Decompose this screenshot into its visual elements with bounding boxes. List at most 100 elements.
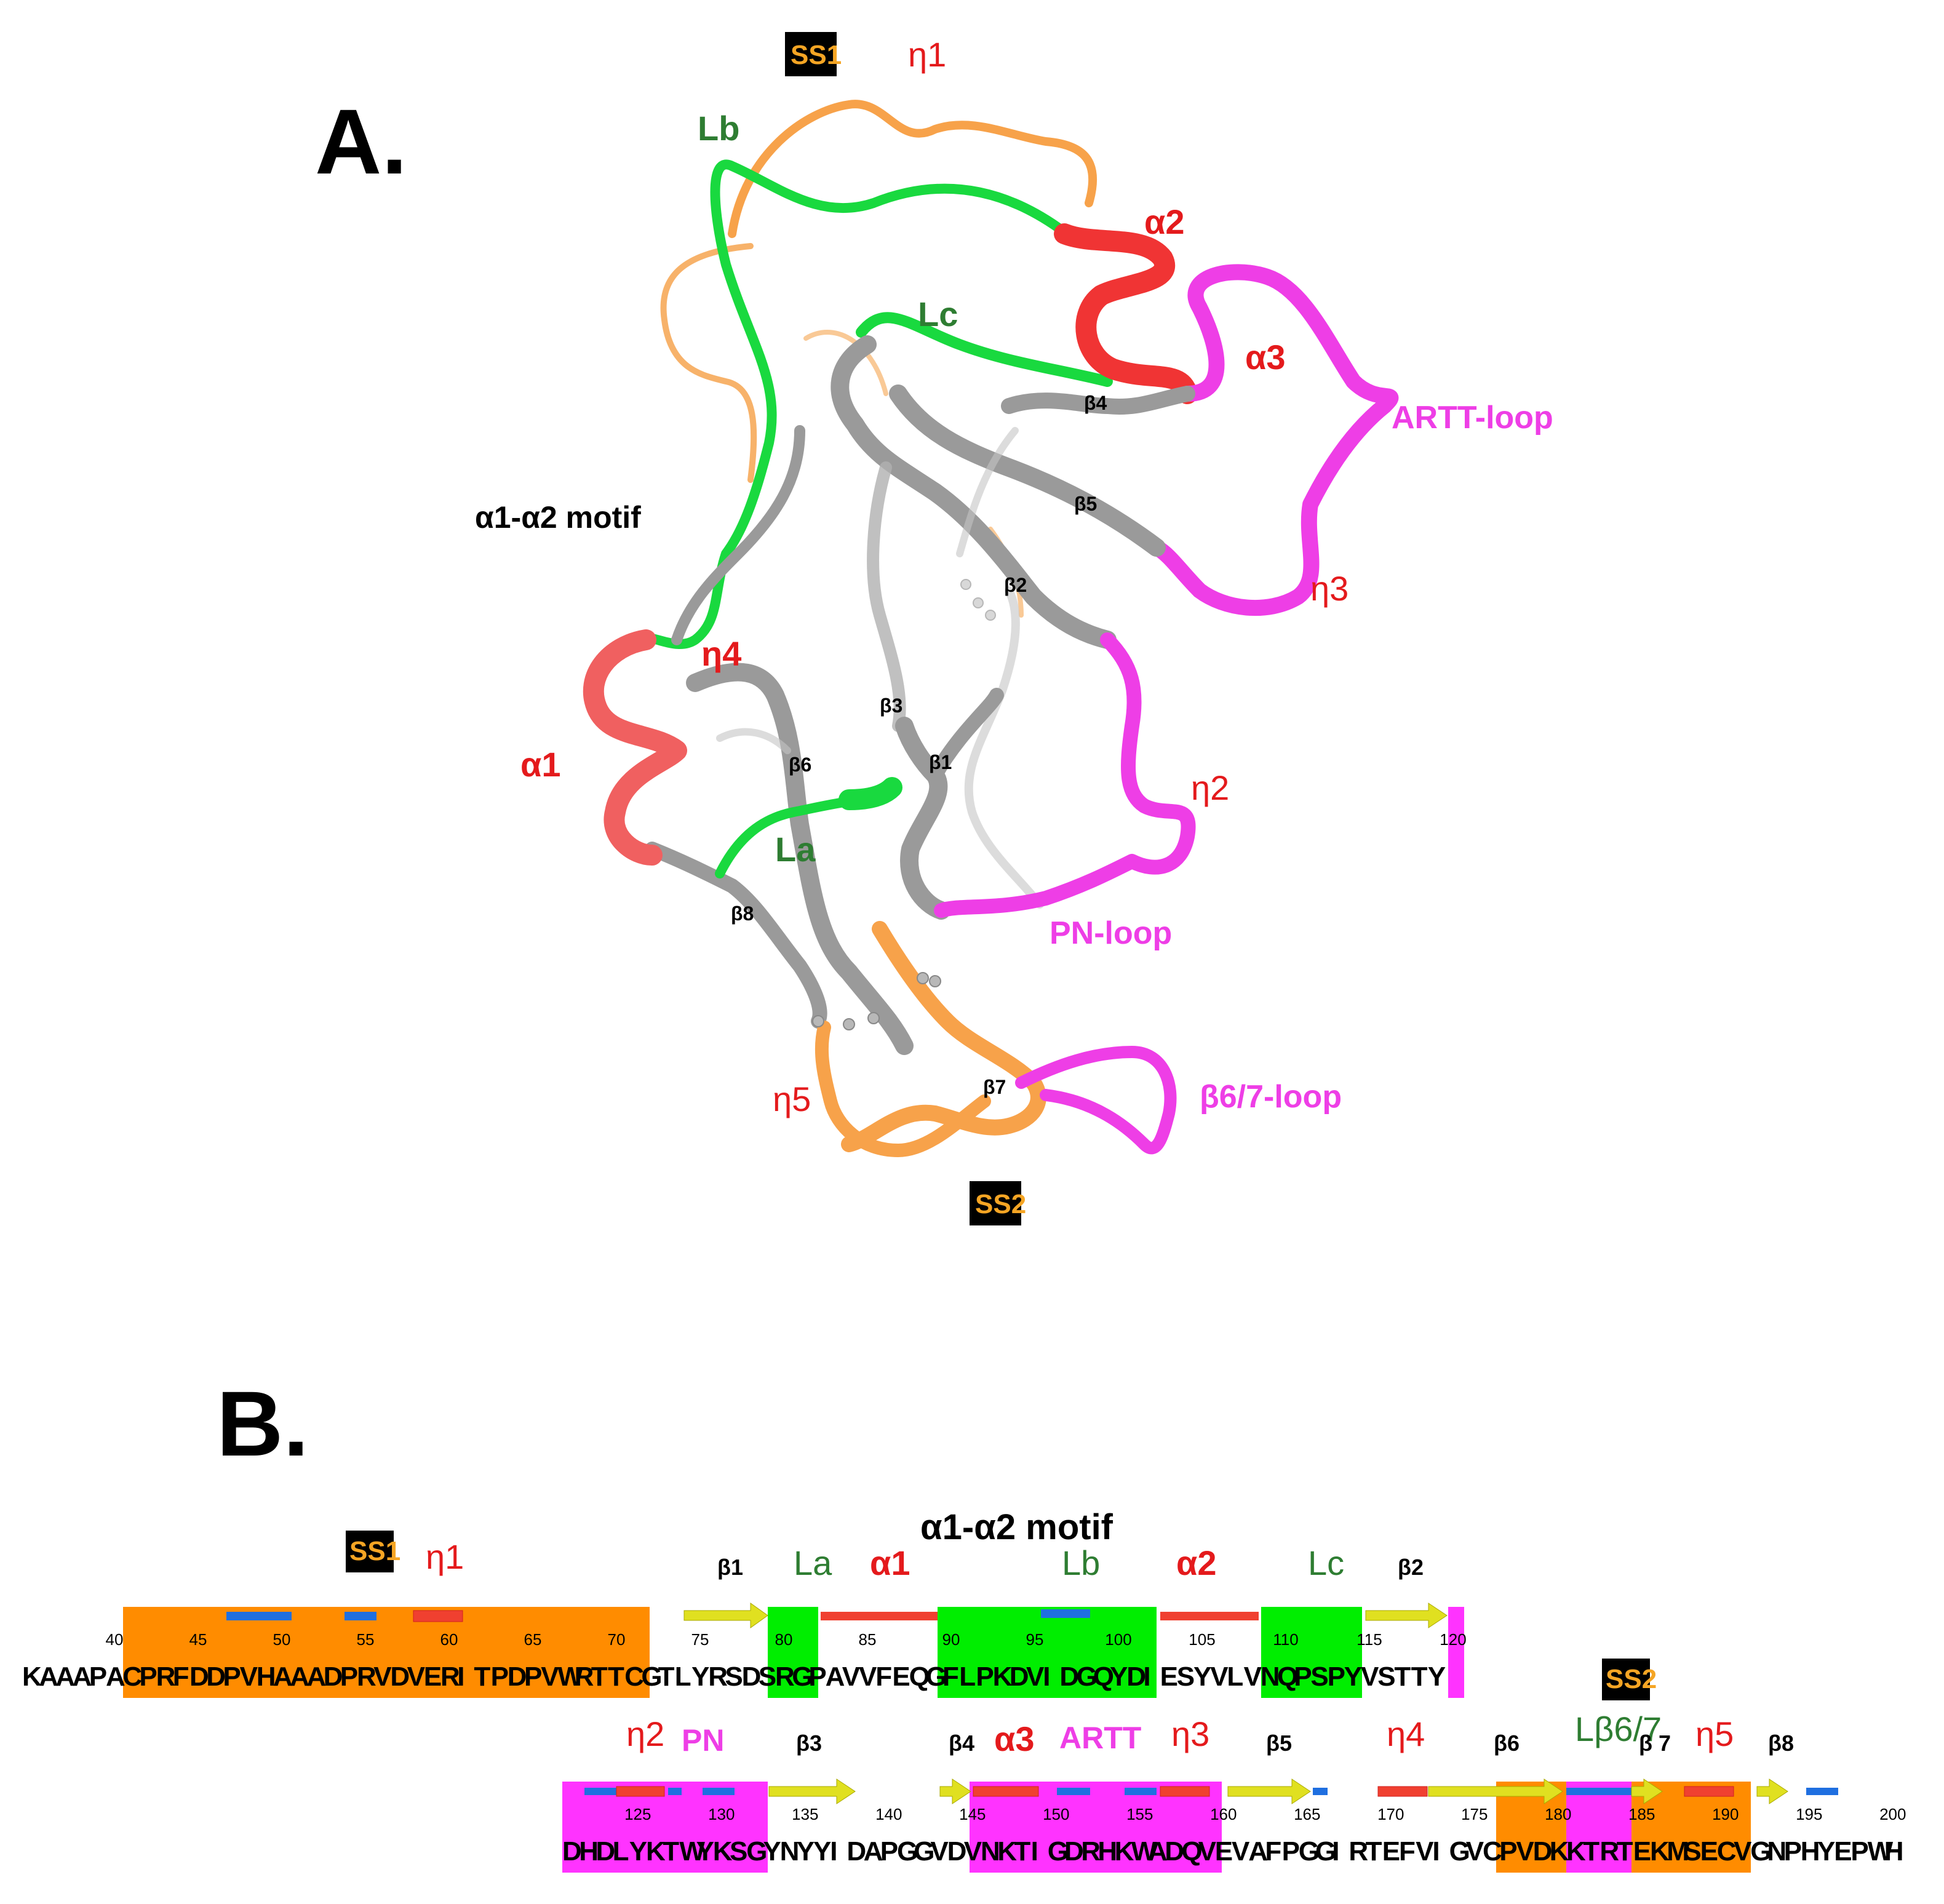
residue: P [524, 1662, 542, 1692]
bar-blue [703, 1788, 735, 1795]
residue: A [106, 1662, 125, 1692]
residue: D [206, 1662, 226, 1692]
residue-number: 120 [1440, 1630, 1466, 1649]
residue: V [859, 1662, 877, 1692]
row2-beta6-label: β6 [1494, 1731, 1520, 1756]
row1-lc-label: Lc [1308, 1544, 1344, 1582]
residue: Y [1193, 1662, 1211, 1692]
residue: R [708, 1662, 728, 1692]
residue: D [1533, 1836, 1553, 1866]
residue: L [1227, 1662, 1243, 1692]
residue: V [964, 1836, 982, 1866]
residue-number: 95 [1026, 1630, 1044, 1649]
strand-beta2 [831, 335, 1117, 649]
residue: I [457, 1662, 464, 1692]
helix-alpha2 [1054, 223, 1198, 404]
ss2-label: SS2 [975, 1189, 1026, 1219]
residue: S [730, 1836, 747, 1866]
protein-ribbon-structure [583, 100, 1399, 1157]
residue: A [864, 1836, 883, 1866]
residue: Y [763, 1836, 781, 1866]
residue: S [1377, 1662, 1395, 1692]
beta2-label: β2 [1004, 574, 1027, 596]
residue: C [122, 1662, 142, 1692]
residue: S [1683, 1836, 1701, 1866]
row2-eta2-label: η2 [626, 1715, 664, 1753]
residue: R [1081, 1836, 1101, 1866]
residue: L [675, 1662, 691, 1692]
bar-alpha3 [973, 1786, 1039, 1797]
residue: P [1282, 1836, 1300, 1866]
row1-structure-bars [226, 1603, 1448, 1628]
bar-alpha1 [821, 1612, 938, 1620]
row1-lb-label: Lb [1062, 1544, 1100, 1582]
ss1-orange-loop [728, 100, 1097, 238]
back-gray-loop-2 [964, 586, 1044, 909]
arrow-beta6 [1428, 1779, 1563, 1804]
row1-eta1-label: η1 [426, 1537, 464, 1576]
eta5-orange [815, 1021, 991, 1157]
row1-ss1-label: SS1 [349, 1536, 400, 1566]
residue: H [257, 1662, 276, 1692]
residue: D [596, 1836, 615, 1866]
residue: T [608, 1662, 624, 1692]
residue: K [646, 1836, 666, 1866]
beta3-label: β3 [880, 695, 902, 717]
residue: P [340, 1662, 358, 1692]
residue: V [1026, 1662, 1045, 1692]
strand-beta3 [867, 461, 906, 732]
residue-number: 65 [524, 1630, 542, 1649]
residue: H [1097, 1836, 1117, 1866]
residue: K [1550, 1836, 1569, 1866]
residue-number: 100 [1105, 1630, 1131, 1649]
residue: D [847, 1836, 866, 1866]
ss2-orange-region [841, 921, 1046, 1152]
residue: N [981, 1836, 1000, 1866]
residue: W [1131, 1836, 1157, 1866]
residue: V [930, 1836, 949, 1866]
row1-alpha2-label: α2 [1176, 1544, 1217, 1582]
residue: E [1700, 1836, 1718, 1866]
residue: T [1366, 1836, 1382, 1866]
residue: K [1566, 1836, 1586, 1866]
residue: P [976, 1662, 994, 1692]
beta4-label: β4 [1084, 392, 1107, 414]
lc-label: Lc [918, 295, 958, 333]
highlight-pn-magenta [562, 1782, 768, 1873]
bar-blue [1125, 1788, 1157, 1795]
residue: Y [1428, 1662, 1446, 1692]
row1-beta1-label: β1 [717, 1555, 743, 1580]
residue: N [780, 1836, 800, 1866]
alpha2-label: α2 [1144, 202, 1185, 241]
residue: F [875, 1662, 892, 1692]
residue-number: 105 [1189, 1630, 1215, 1649]
residue: V [373, 1662, 392, 1692]
row2-ss2-label: SS2 [1606, 1664, 1657, 1694]
arrow-beta1 [683, 1603, 768, 1628]
residue: V [842, 1662, 861, 1692]
residue: D [562, 1836, 582, 1866]
residue: M [1667, 1836, 1689, 1866]
loop-la-green-thick [839, 777, 902, 810]
strand-beta6 [686, 663, 914, 1055]
residue: K [1115, 1836, 1134, 1866]
residue: V [1210, 1662, 1229, 1692]
residue: A [1148, 1836, 1168, 1866]
eta5-label: η5 [773, 1080, 811, 1118]
residue: Y [797, 1836, 815, 1866]
ss1-label: SS1 [791, 40, 842, 70]
row2-eta4-label: η4 [1387, 1715, 1425, 1753]
back-gray-loop-3 [716, 728, 791, 754]
residue: S [725, 1662, 743, 1692]
residue-number: 125 [624, 1805, 651, 1823]
residue: D [947, 1836, 967, 1866]
row2-pn-label: PN [682, 1723, 724, 1758]
bar-blue [1057, 1788, 1090, 1795]
residue: D [324, 1662, 343, 1692]
residue: D [1165, 1836, 1184, 1866]
highlight-la-green [768, 1607, 818, 1698]
residue-number: 50 [273, 1630, 291, 1649]
residue: A [55, 1662, 75, 1692]
